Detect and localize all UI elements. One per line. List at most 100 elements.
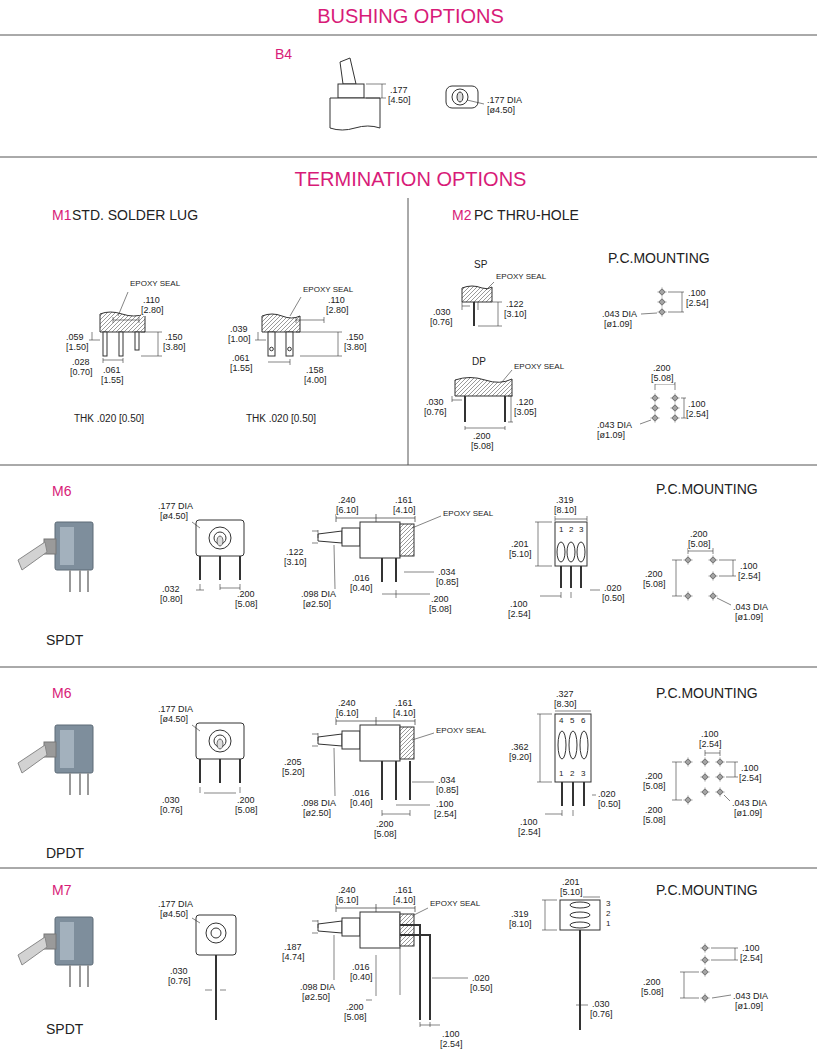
dimension-label: .043 DIA bbox=[733, 603, 768, 613]
option-code: M6 bbox=[52, 484, 71, 499]
note-label: 5 bbox=[570, 717, 574, 726]
dimension-label: [8.10] bbox=[509, 920, 532, 930]
dimension-label: .200 bbox=[653, 364, 671, 374]
dimension-label: [0.40] bbox=[350, 973, 373, 983]
dimension-label: [0.76] bbox=[430, 318, 453, 328]
dimension-label: .039 bbox=[230, 325, 248, 335]
dimension-label: .200 bbox=[473, 432, 491, 442]
option-name: P.C.MOUNTING bbox=[656, 482, 758, 497]
dimension-label: [ø2.50] bbox=[303, 809, 331, 819]
dimension-label: [2.54] bbox=[440, 1040, 463, 1050]
dimension-label: .032 bbox=[162, 585, 180, 595]
dimension-label: .100 bbox=[436, 800, 454, 810]
dimension-label: .200 bbox=[690, 530, 708, 540]
dimension-label: .020 bbox=[604, 584, 622, 594]
dimension-label: [2.54] bbox=[739, 774, 762, 784]
dimension-label: .110 bbox=[143, 296, 160, 306]
note-label: EPOXY SEAL bbox=[514, 363, 564, 372]
dimension-label: .150 bbox=[346, 333, 364, 343]
dimension-label: [0.76] bbox=[160, 806, 183, 816]
note-label: 3 bbox=[606, 900, 610, 909]
dimension-label: .177 DIA bbox=[158, 502, 193, 512]
option-name: SPDT bbox=[46, 633, 83, 648]
note-label: THK .020 [0.50] bbox=[74, 413, 144, 424]
option-name: DPDT bbox=[46, 846, 84, 861]
dimension-label: [0.80] bbox=[160, 595, 183, 605]
dimension-label: .030 bbox=[592, 1000, 610, 1010]
dimension-label: .177 DIA bbox=[158, 900, 193, 910]
dimension-label: .187 bbox=[284, 943, 302, 953]
dimension-label: [8.10] bbox=[554, 506, 577, 516]
dimension-label: .362 bbox=[511, 743, 529, 753]
dimension-label: .030 bbox=[162, 796, 180, 806]
option-name: PC THRU-HOLE bbox=[474, 208, 579, 223]
dimension-label: .030 bbox=[433, 308, 451, 318]
dimension-label: .240 bbox=[338, 496, 356, 506]
dimension-label: .100 bbox=[688, 400, 706, 410]
dimension-label: [0.50] bbox=[602, 594, 625, 604]
dimension-label: .043 DIA bbox=[597, 421, 632, 431]
dimension-label: .161 bbox=[395, 699, 413, 709]
note-label: 6 bbox=[581, 717, 585, 726]
dimension-label: .177 bbox=[390, 86, 408, 96]
dimension-label: .319 bbox=[511, 910, 529, 920]
dimension-label: [3.10] bbox=[284, 558, 307, 568]
dimension-label: [2.54] bbox=[686, 299, 709, 309]
dimension-label: .177 DIA bbox=[487, 96, 522, 106]
dimension-label: [2.54] bbox=[740, 954, 763, 964]
dimension-label: [ø2.50] bbox=[303, 600, 331, 610]
dimension-label: [8.30] bbox=[554, 700, 577, 710]
dimension-label: [5.08] bbox=[643, 580, 666, 590]
dimension-label: [4.10] bbox=[393, 506, 416, 516]
dimension-label: [1.50] bbox=[66, 343, 89, 353]
dimension-label: [ø1.09] bbox=[735, 1002, 763, 1012]
dimension-label: .201 bbox=[511, 540, 529, 550]
section-heading: BUSHING OPTIONS bbox=[2, 5, 817, 27]
dimension-label: .200 bbox=[376, 820, 394, 830]
dimension-label: [ø4.50] bbox=[160, 512, 188, 522]
note-label: 3 bbox=[581, 770, 585, 779]
dimension-label: .043 DIA bbox=[733, 992, 768, 1002]
dimension-label: [0.85] bbox=[436, 578, 459, 588]
dimension-label: .150 bbox=[165, 333, 183, 343]
note-label: 1 bbox=[559, 526, 563, 535]
dimension-label: [5.08] bbox=[643, 782, 666, 792]
dimension-label: .201 bbox=[562, 878, 580, 888]
note-label: 1 bbox=[606, 920, 610, 929]
dimension-label: [ø1.09] bbox=[604, 320, 632, 330]
dimension-label: .110 bbox=[328, 296, 345, 306]
note-label: DP bbox=[472, 356, 486, 367]
dimension-label: .043 DIA bbox=[602, 310, 637, 320]
dimension-label: .030 bbox=[426, 398, 444, 408]
dimension-label: [6.10] bbox=[336, 896, 359, 906]
dimension-label: .240 bbox=[338, 699, 356, 709]
note-label: EPOXY SEAL bbox=[496, 273, 546, 282]
dimension-label: [5.08] bbox=[641, 988, 664, 998]
dimension-label: .158 bbox=[306, 366, 324, 376]
dimension-label: .016 bbox=[352, 574, 370, 584]
dimension-label: .240 bbox=[338, 886, 356, 896]
dimension-label: [3.80] bbox=[344, 343, 367, 353]
dimension-label: .100 bbox=[740, 562, 758, 572]
dimension-label: [0.85] bbox=[436, 786, 459, 796]
option-code: M2 bbox=[452, 208, 471, 223]
dimension-label: [5.08] bbox=[429, 605, 452, 615]
note-label: 3 bbox=[579, 526, 583, 535]
dimension-label: .161 bbox=[395, 496, 413, 506]
dimension-label: [5.08] bbox=[643, 816, 666, 826]
option-code: M6 bbox=[52, 686, 71, 701]
dimension-label: [2.54] bbox=[686, 410, 709, 420]
dimension-label: [3.05] bbox=[514, 408, 537, 418]
dimension-label: .327 bbox=[556, 690, 574, 700]
dimension-label: [1.55] bbox=[101, 376, 124, 386]
dimension-label: [0.50] bbox=[598, 800, 621, 810]
note-label: EPOXY SEAL bbox=[430, 900, 480, 909]
dimension-label: [9.20] bbox=[509, 753, 532, 763]
dimension-label: [0.76] bbox=[424, 408, 447, 418]
dimension-label: [4.10] bbox=[393, 896, 416, 906]
dimension-label: [1.00] bbox=[228, 335, 251, 345]
dimension-label: [3.10] bbox=[504, 310, 527, 320]
dimension-label: .100 bbox=[741, 764, 759, 774]
dimension-label: .034 bbox=[438, 776, 456, 786]
